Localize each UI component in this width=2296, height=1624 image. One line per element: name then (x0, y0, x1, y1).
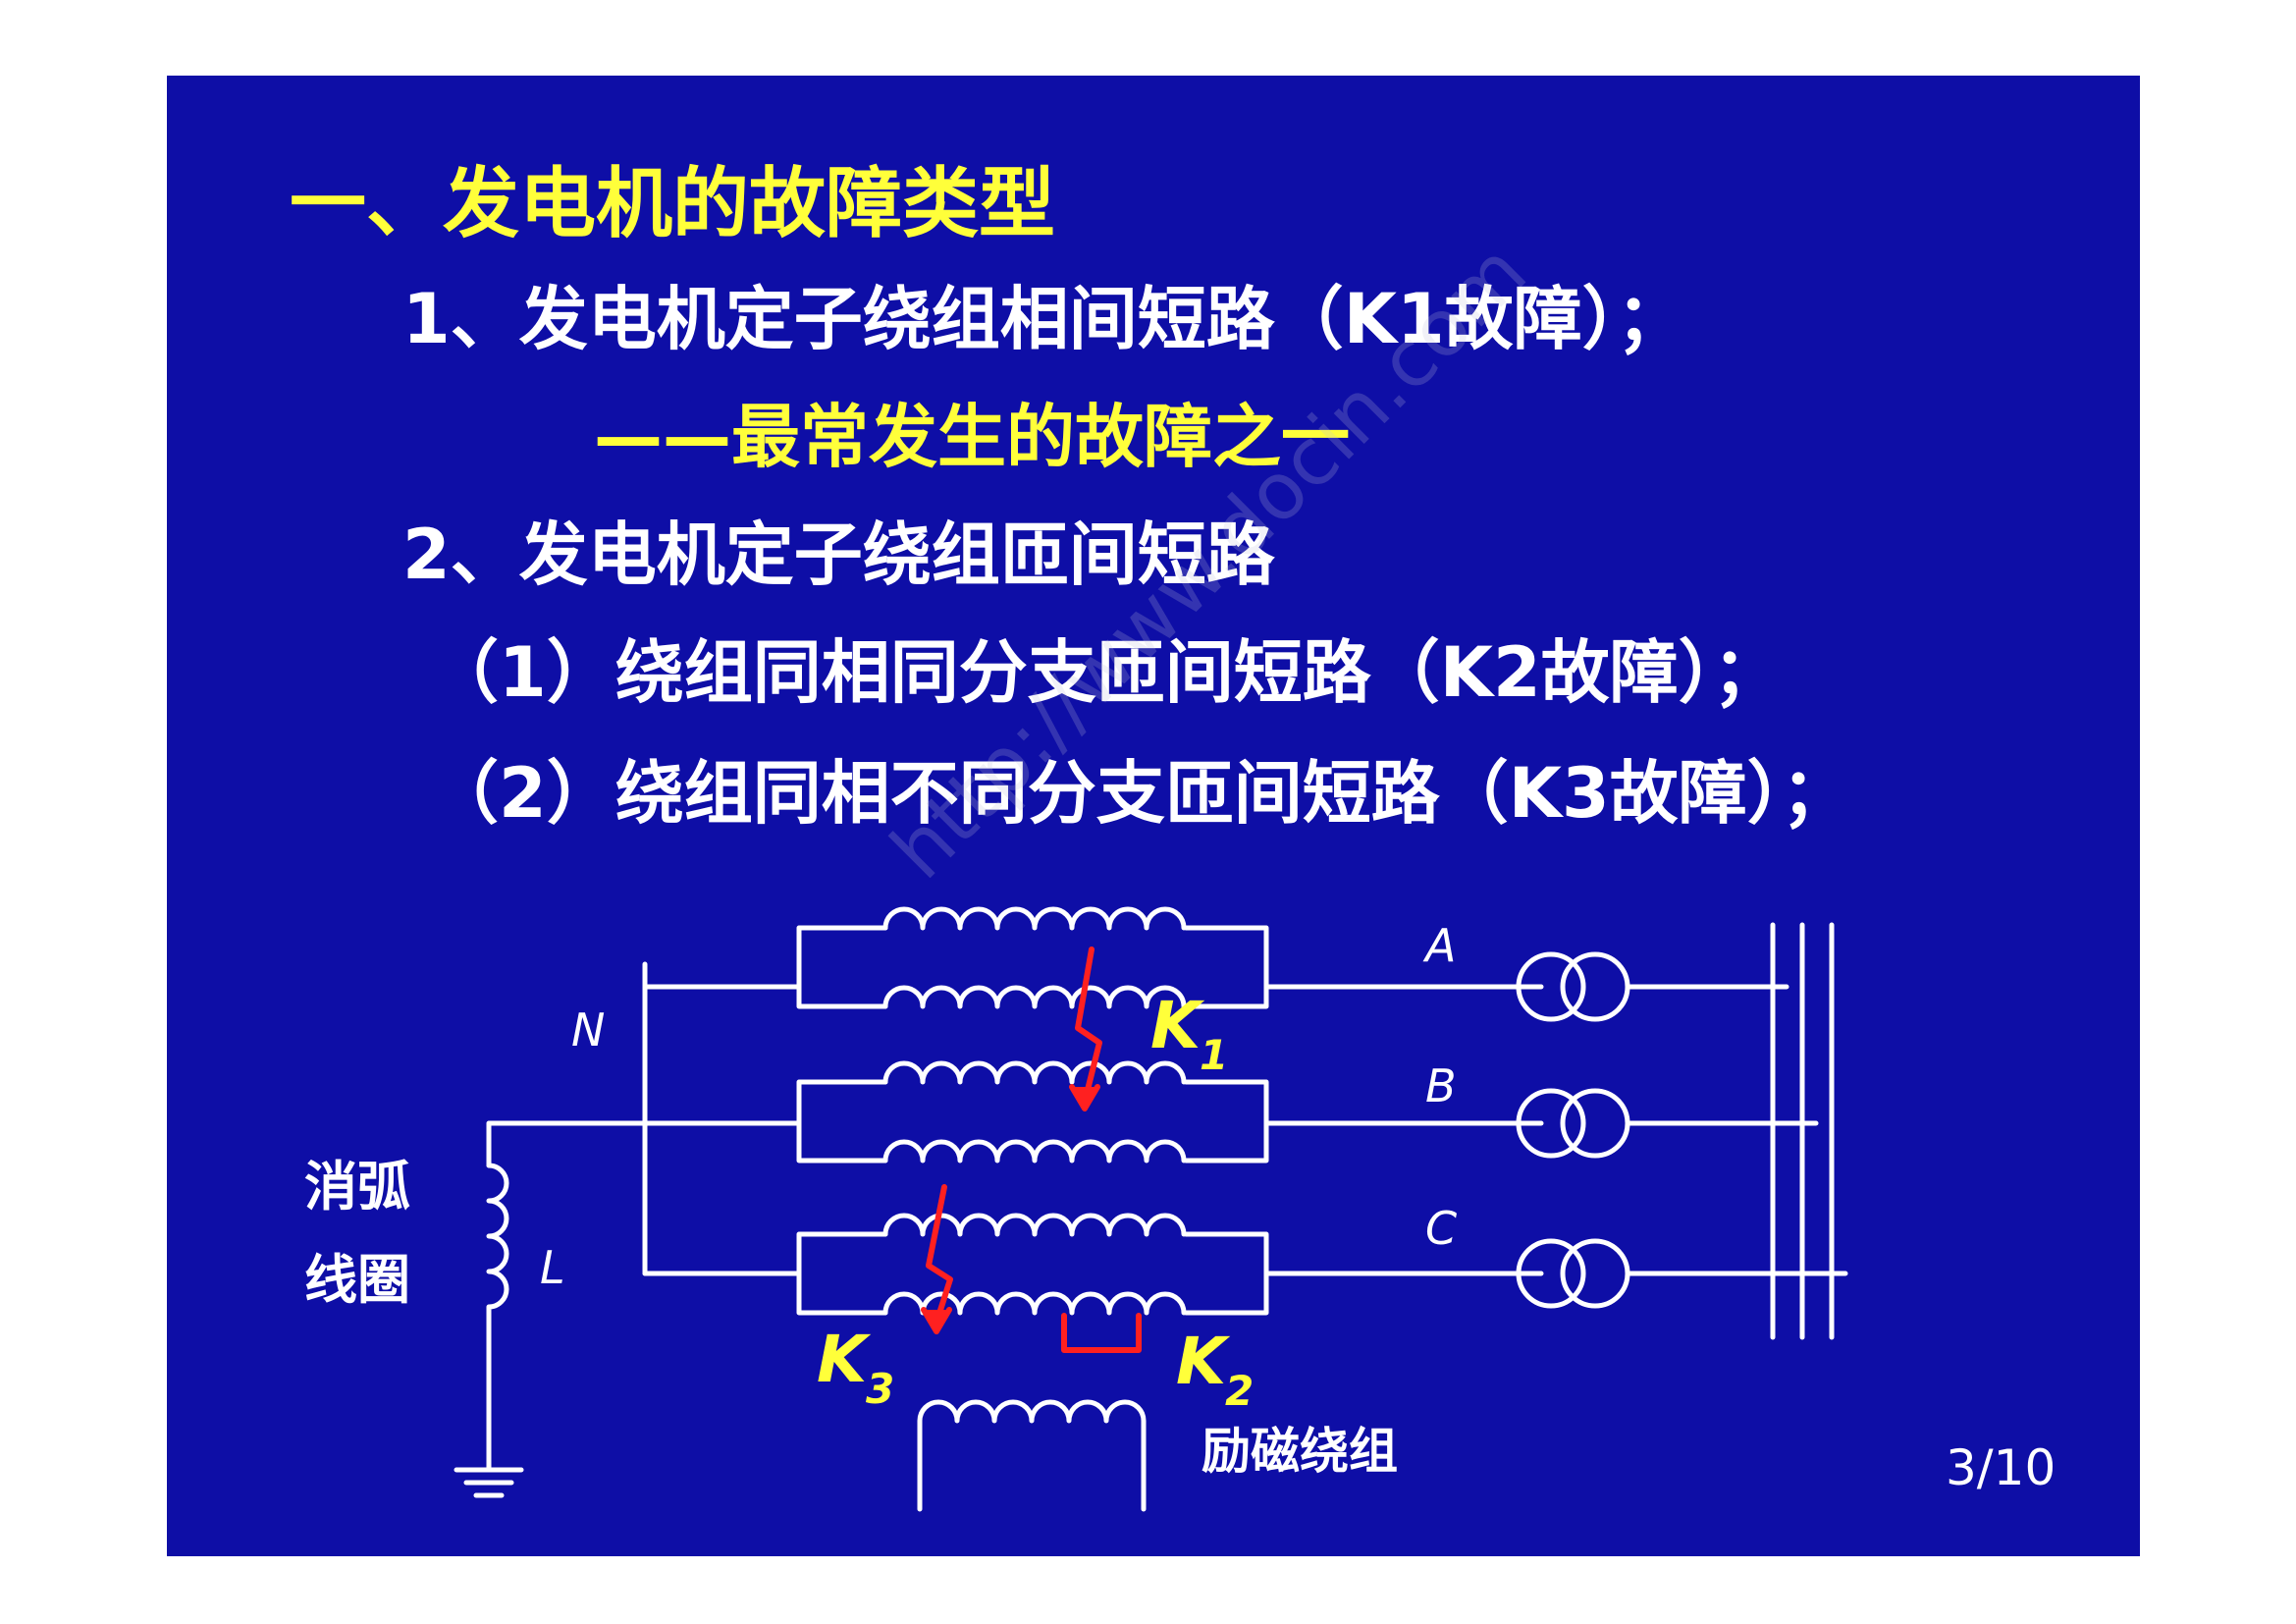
k3-arrowhead (921, 1307, 952, 1334)
bus-bars (1770, 922, 1835, 1340)
fault-label-k2-sub: 2 (1225, 1367, 1254, 1415)
neutral-to-ground (486, 1120, 648, 1168)
item-1: 1、发电机定子绕组相间短路（K1故障）； (402, 279, 1685, 359)
slide: 一、发电机的故障类型 1、发电机定子绕组相间短路（K1故障）； ——最常发生的故… (167, 76, 2140, 1556)
phase-a-branches (796, 925, 1269, 1009)
phase-a-winding-1 (882, 906, 1187, 931)
fault-label-k2: K (1176, 1324, 1231, 1399)
slide-title: 一、发电机的故障类型 (290, 160, 1056, 248)
generator-fault-diagram: N L A B C 消弧 线圈 励磁绕组 K 1 K 2 K 3 (304, 906, 1848, 1512)
phase-label-c: C (1425, 1202, 1457, 1255)
phase-a-winding-2 (882, 985, 1187, 1009)
k2-short-marker (1061, 1313, 1142, 1353)
page-number: 3/10 (1946, 1439, 2056, 1496)
k1-arrowhead (1069, 1084, 1100, 1111)
phase-b-winding-2 (882, 1139, 1187, 1164)
field-winding-label: 励磁绕组 (1201, 1423, 1398, 1480)
fault-label-k1-sub: 1 (1200, 1031, 1228, 1079)
lightning-arrow-icon-k3 (926, 1184, 953, 1326)
phase-label-a: A (1422, 919, 1456, 972)
coil-label-line-2: 线圈 (304, 1249, 410, 1311)
lightning-arrow-icon-k1 (1075, 947, 1102, 1105)
fault-label-k3-sub: 3 (866, 1365, 894, 1413)
item-1-note: ——最常发生的故障之一 (594, 397, 1350, 477)
ground-icon (454, 1428, 524, 1498)
neutral-label: N (571, 1003, 605, 1056)
item-2: 2、发电机定子绕组匝间短路 (402, 514, 1275, 595)
fault-label-k3: K (817, 1322, 872, 1397)
field-winding (917, 1399, 1147, 1512)
inductor-coil (486, 1163, 509, 1434)
phase-b-winding-1 (882, 1060, 1187, 1085)
coil-label-line-1: 消弧 (304, 1156, 410, 1218)
item-2-sub-2: （2）绕组同相不同分支匝间短路（K3故障）； (430, 753, 1850, 834)
phase-label-b: B (1425, 1059, 1457, 1112)
fault-label-k1: K (1150, 988, 1205, 1063)
inductor-label: L (540, 1241, 565, 1294)
item-2-sub-1: （1）绕组同相同分支匝间短路（K2故障）； (430, 632, 1782, 713)
phase-c-winding-2 (882, 1291, 1187, 1316)
phase-c-winding-1 (882, 1213, 1187, 1237)
ct-to-bus (1625, 984, 1848, 1276)
